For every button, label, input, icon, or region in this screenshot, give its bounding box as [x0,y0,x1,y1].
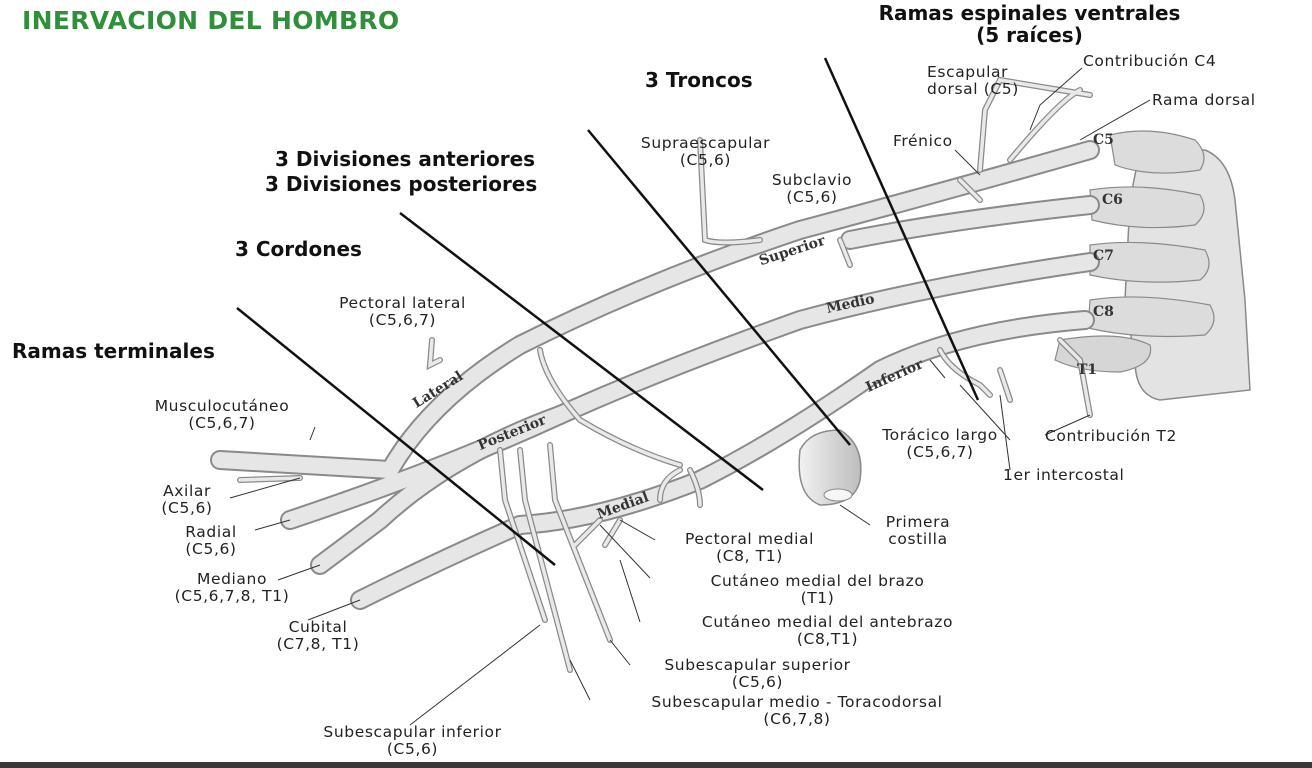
label-musculocutaneo: Musculocutáneo (C5,6,7) [122,398,322,432]
line-raices [823,57,980,401]
label-pectoral-medial-name: Pectoral medial [684,530,815,548]
leader-lines [229,67,1151,726]
label-subescapular-inferior-name: Subescapular inferior [323,723,502,741]
label-rama-dorsal: Rama dorsal [1152,91,1256,109]
label-cutaneo-brazo-name: Cutáneo medial del brazo [710,572,925,590]
heading-ramas-espinales: Ramas espinales ventrales (5 raíces) [842,2,1217,46]
label-pectoral-lateral-name: Pectoral lateral [339,294,466,312]
label-subescapular-superior-roots: (C5,6) [731,673,784,691]
label-escapular-dorsal-name: Escapular [927,63,1009,81]
label-radial-name: Radial [185,523,237,541]
vertebra-label-c7: C7 [1093,248,1114,264]
label-radial-roots: (C5,6) [185,540,237,558]
line-divisiones [399,212,764,491]
label-supraescapular: Supraescapular (C5,6) [613,135,798,169]
label-subescapular-medio: Subescapular medio - Toracodorsal (C6,7,… [587,694,1007,728]
label-contribucion-c4: Contribución C4 [1083,52,1217,70]
label-escapular-dorsal: Escapular dorsal (C5) [927,64,1019,98]
label-primera-costilla-name2: costilla [888,530,948,548]
heading-cordones: 3 Cordones [235,237,362,261]
label-toracico-largo: Torácico largo (C5,6,7) [850,427,1030,461]
label-subescapular-inferior: Subescapular inferior (C5,6) [285,724,540,758]
vertebra-c7 [1089,241,1210,283]
label-mediano: Mediano (C5,6,7,8, T1) [152,571,312,605]
label-cubital-name: Cubital [288,618,348,636]
vertebra-c6 [1089,186,1205,229]
label-pectoral-lateral-roots: (C5,6,7) [368,311,437,329]
nerves [210,76,1100,673]
label-pectoral-medial: Pectoral medial (C8, T1) [652,531,847,565]
line-cordones [236,307,556,566]
label-subclavio-roots: (C5,6) [786,188,838,206]
label-axilar-name: Axilar [163,482,211,500]
label-cubital: Cubital (C7,8, T1) [258,619,378,653]
division-lines [236,57,980,566]
page-title: INERVACION DEL HOMBRO [22,6,400,35]
label-1er-intercostal: 1er intercostal [1003,466,1125,484]
label-pectoral-lateral: Pectoral lateral (C5,6,7) [305,295,500,329]
heading-divisiones-posteriores: 3 Divisiones posteriores [265,172,538,196]
label-subclavio: Subclavio (C5,6) [752,172,872,206]
label-cutaneo-antebrazo-roots: (C8,T1) [796,630,859,648]
label-contribucion-t2: Contribución T2 [1045,427,1177,445]
vertebra-c8 [1087,296,1215,338]
vertebra-label-c5: C5 [1093,132,1114,148]
label-cubital-roots: (C7,8, T1) [276,635,360,653]
label-subescapular-medio-roots: (C6,7,8) [763,710,831,728]
label-subescapular-superior: Subescapular superior (C5,6) [625,657,890,691]
line-troncos [587,129,851,446]
label-musculocutaneo-roots: (C5,6,7) [188,414,256,432]
label-primera-costilla: Primera costilla [868,514,968,548]
first-rib [798,429,862,506]
bottom-border [0,762,1312,768]
heading-ramas-terminales: Ramas terminales [12,339,215,363]
label-mediano-name: Mediano [196,570,268,588]
label-frenico: Frénico [893,132,953,150]
label-subescapular-superior-name: Subescapular superior [664,656,851,674]
label-pectoral-medial-roots: (C8, T1) [716,547,783,565]
vertebra-label-c6: C6 [1102,192,1123,208]
label-radial: Radial (C5,6) [172,524,250,558]
label-primera-costilla-name: Primera [885,513,951,531]
label-subclavio-name: Subclavio [771,171,853,189]
label-toracico-largo-roots: (C5,6,7) [906,443,974,461]
label-axilar-roots: (C5,6) [161,499,213,517]
label-escapular-dorsal-name2: dorsal (C5) [927,80,1019,98]
heading-ramas-espinales-line1: Ramas espinales ventrales [878,1,1181,25]
heading-ramas-espinales-line2: (5 raíces) [976,23,1083,47]
heading-divisiones-anteriores: 3 Divisiones anteriores [275,147,536,171]
vertebra-label-t1: T1 [1077,362,1098,378]
label-cutaneo-antebrazo: Cutáneo medial del antebrazo (C8,T1) [640,614,1015,648]
label-supraescapular-roots: (C5,6) [679,151,732,169]
label-cutaneo-brazo: Cutáneo medial del brazo (T1) [655,573,980,607]
heading-troncos: 3 Troncos [645,68,753,92]
vertebra-label-c8: C8 [1093,304,1114,320]
label-mediano-roots: (C5,6,7,8, T1) [174,587,290,605]
spine [1054,130,1251,401]
label-supraescapular-name: Supraescapular [640,134,771,152]
vertebra-t1 [1054,335,1152,373]
label-toracico-largo-name: Torácico largo [882,426,998,444]
label-axilar: Axilar (C5,6) [152,483,222,517]
label-cutaneo-brazo-roots: (T1) [800,589,835,607]
label-musculocutaneo-name: Musculocutáneo [154,397,290,415]
label-cutaneo-antebrazo-name: Cutáneo medial del antebrazo [701,613,954,631]
label-subescapular-medio-name: Subescapular medio - Toracodorsal [651,693,943,711]
label-subescapular-inferior-roots: (C5,6) [386,740,439,758]
vertebra-c5 [1109,130,1205,174]
